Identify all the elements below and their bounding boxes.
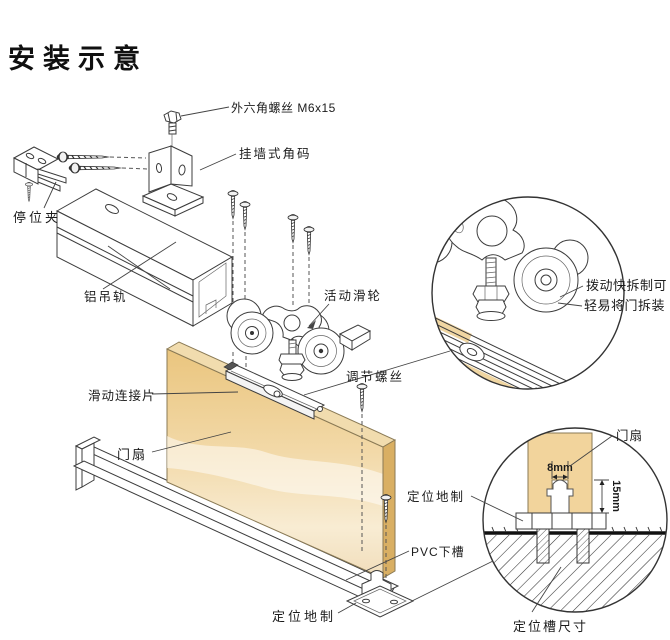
- rail-screws: [227, 190, 315, 372]
- ground-hatch: [483, 535, 667, 612]
- detail-view-roller: [431, 196, 625, 390]
- detail-view-groove: 8mm 15mm: [482, 427, 668, 613]
- label-adjust-screw: 调节螺丝: [346, 370, 404, 384]
- page-title: 安装示意: [8, 43, 148, 74]
- label-roller: 活动滑轮: [324, 289, 382, 303]
- label-slide-plate: 滑动连接片: [88, 388, 156, 403]
- slide-connector-plate: [223, 361, 326, 420]
- label-floor-guide: 定位地制: [407, 489, 465, 504]
- label-pvc-groove: PVC下槽: [411, 545, 465, 559]
- label-quick-release-2: 轻易将门拆装: [584, 298, 665, 313]
- label-floor-guide-bottom: 定位地制: [272, 609, 336, 624]
- pvc-groove-profile: [546, 479, 574, 514]
- anchor-bolt: [536, 528, 550, 564]
- label-groove-size: 定位槽尺寸: [513, 619, 588, 634]
- dimension-8mm: [551, 461, 569, 480]
- label-rail: 铝吊轨: [84, 289, 128, 304]
- wall-screws: [56, 151, 149, 174]
- dim-groove-depth: 15mm: [610, 480, 622, 512]
- label-stop-clip: 停位夹: [13, 210, 61, 225]
- floor-guide: [345, 570, 415, 618]
- label-door-detail: 门扇: [616, 428, 643, 443]
- label-hex-bolt: 外六角螺丝 M6x15: [231, 101, 336, 115]
- label-wall-bracket: 挂墙式角码: [239, 147, 312, 161]
- dimension-15mm: [594, 479, 609, 514]
- dim-groove-width: 8mm: [547, 462, 573, 474]
- aluminium-rail: [55, 188, 234, 327]
- leader-lines: [43, 106, 613, 614]
- wall-angle-bracket: [141, 145, 205, 217]
- roller-assembly: [226, 298, 372, 381]
- label-quick-release-1: 拨动快拆制可: [586, 278, 667, 293]
- door-screws: [356, 383, 392, 588]
- anchor-bolt: [576, 528, 590, 564]
- stop-clip: [12, 146, 67, 202]
- label-door: 门扇: [117, 447, 147, 462]
